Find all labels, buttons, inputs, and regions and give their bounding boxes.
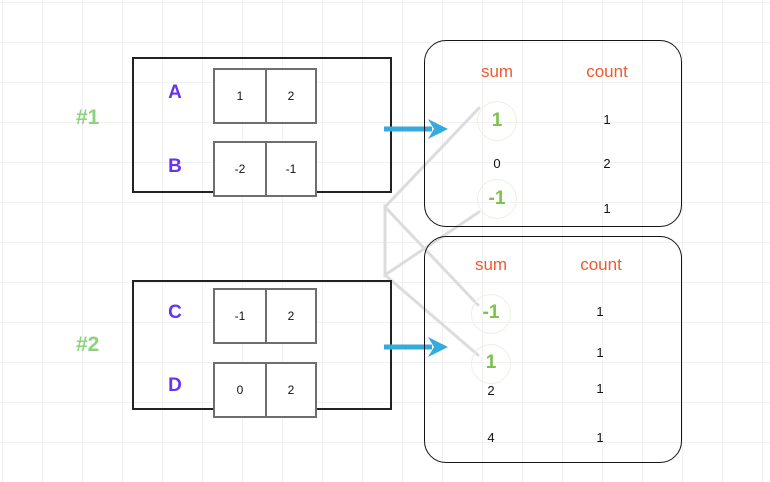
highlight-circle-t1r3 <box>477 179 517 219</box>
cell-b-1: -1 <box>265 143 315 195</box>
table1-row2-sum: 0 <box>493 156 501 171</box>
cell-c-0: -1 <box>234 309 246 323</box>
table1-row3-count: 1 <box>603 201 611 216</box>
table2-row2-sum: 1 <box>485 352 497 373</box>
group-label-1: #1 <box>76 106 100 129</box>
table2-header-count: count <box>580 255 622 274</box>
table1-header-sum: sum <box>480 62 514 81</box>
highlight-circle-t2r2 <box>471 344 511 384</box>
row-label-d: D <box>168 375 182 396</box>
table2-row2-count: 1 <box>596 345 604 360</box>
table2-row4-sum: 4 <box>487 430 495 445</box>
table2-row4-count: 1 <box>596 430 604 445</box>
group-label-2: #2 <box>76 333 100 356</box>
table1-row3-sum: -1 <box>488 188 506 209</box>
cell-a-0: 1 <box>236 89 244 103</box>
aggregate-table-1 <box>424 40 682 227</box>
cell-d-1: 2 <box>265 364 315 416</box>
table1-row1-count: 1 <box>603 112 611 127</box>
row-label-b: B <box>168 156 182 177</box>
cellpair-d: 0 2 <box>213 362 317 418</box>
table1-row1-sum: 1 <box>491 110 503 131</box>
highlight-circle-t2r1 <box>471 294 511 334</box>
cellpair-c: -1 2 <box>213 288 317 344</box>
row-label-a: A <box>168 82 182 103</box>
table2-row3-sum: 2 <box>487 383 495 398</box>
cell-d-0: 0 <box>236 383 244 397</box>
table1-row2-count: 2 <box>603 156 611 171</box>
cell-a-1: 2 <box>265 70 315 122</box>
cellpair-a: 1 2 <box>213 68 317 124</box>
table2-row3-count: 1 <box>596 381 604 396</box>
highlight-circle-t1r1 <box>477 101 517 141</box>
table2-header-sum: sum <box>474 255 508 274</box>
aggregate-table-2 <box>424 236 682 463</box>
cell-b-0: -2 <box>234 162 246 176</box>
cellpair-b: -2 -1 <box>213 141 317 197</box>
row-label-c: C <box>168 302 182 323</box>
table1-header-count: count <box>586 62 628 81</box>
cell-c-1: 2 <box>265 290 315 342</box>
table2-row1-count: 1 <box>596 304 604 319</box>
table2-row1-sum: -1 <box>482 302 500 323</box>
